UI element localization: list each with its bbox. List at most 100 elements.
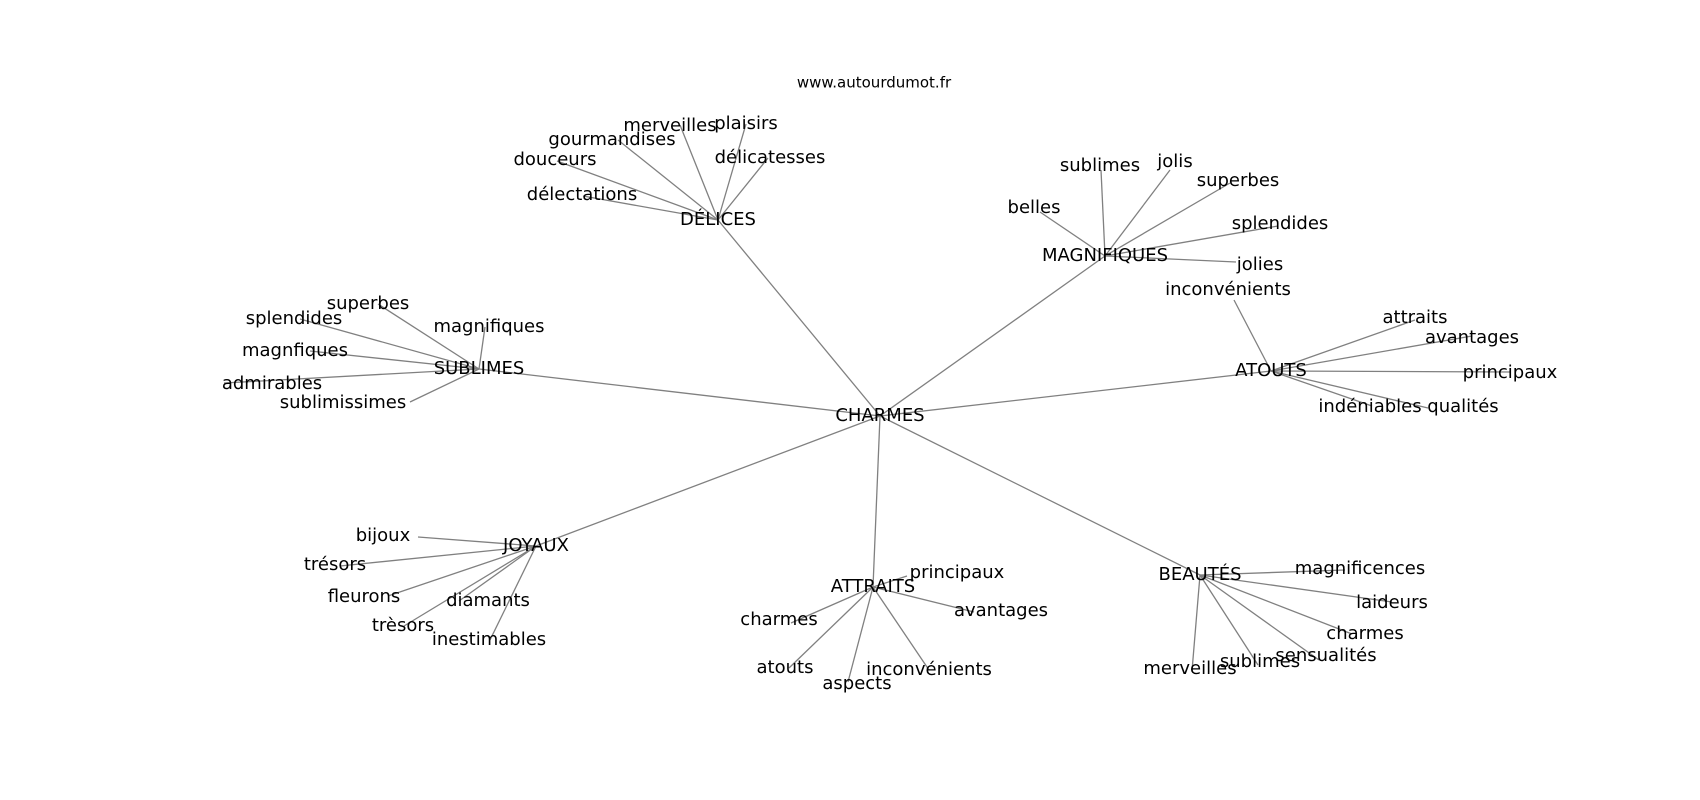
edge-root-3 (478, 368, 881, 417)
edge-3-1 (299, 318, 480, 370)
edge-3-4 (223, 368, 480, 384)
leaf-word[interactable]: superbes (327, 293, 410, 314)
root-word[interactable]: CHARMES (835, 405, 924, 426)
leaf-word[interactable]: merveilles (1143, 658, 1236, 679)
edge-3-0 (377, 303, 480, 370)
hub-word[interactable]: BEAUTÉS (1158, 563, 1241, 585)
leaf-word[interactable]: sublimissimes (280, 392, 407, 413)
hub-word[interactable]: JOYAUX (502, 535, 569, 556)
edge-3-5 (409, 368, 480, 403)
leaf-word[interactable]: diamants (446, 590, 530, 611)
leaf-word[interactable]: superbes (1197, 170, 1280, 191)
edge-5-4 (872, 586, 930, 671)
edge-4-1 (339, 545, 537, 567)
leaf-word[interactable]: douceurs (513, 149, 596, 170)
leaf-word[interactable]: magnificences (1295, 558, 1425, 579)
hub-word[interactable]: SUBLIMES (434, 358, 525, 379)
edge-4-3 (458, 545, 537, 602)
edge-4-2 (387, 545, 537, 597)
leaf-word[interactable]: laideurs (1356, 592, 1428, 613)
edge-1-0 (1100, 169, 1106, 257)
edge-root-6 (879, 415, 1201, 576)
edge-0-0 (679, 124, 719, 221)
leaf-word[interactable]: inconvénients (866, 659, 992, 680)
edge-2-3 (1270, 370, 1511, 373)
edge-6-0 (1199, 569, 1346, 576)
site-url: www.autourdumot.fr (797, 74, 952, 92)
leaf-word[interactable]: admirables (222, 373, 322, 394)
leaf-word[interactable]: jolis (1156, 151, 1192, 172)
edge-5-5 (847, 586, 874, 683)
hub-word[interactable]: ATOUTS (1235, 360, 1307, 381)
leaf-word[interactable]: gourmandises (548, 129, 675, 150)
edge-1-1 (1104, 169, 1171, 257)
leaf-word[interactable]: sublimes (1220, 651, 1300, 672)
leaf-word[interactable]: trésors (304, 554, 366, 575)
edge-root-4 (535, 415, 881, 547)
edge-2-5 (1270, 370, 1429, 409)
leaf-word[interactable]: belles (1008, 197, 1061, 218)
leaf-word[interactable]: sublimes (1060, 155, 1140, 176)
edge-4-4 (403, 545, 537, 627)
leaf-word[interactable]: principaux (910, 562, 1005, 583)
leaf-word[interactable]: atouts (757, 657, 814, 678)
leaf-word[interactable]: charmes (740, 609, 817, 630)
edge-3-2 (478, 326, 486, 370)
edge-root-2 (879, 370, 1272, 417)
edge-5-2 (872, 586, 975, 613)
edge-0-3 (556, 160, 719, 221)
edge-root-1 (879, 255, 1106, 417)
leaf-word[interactable]: trèsors (372, 615, 434, 636)
edge-4-0 (417, 536, 537, 547)
edge-0-5 (582, 195, 719, 221)
leaf-word[interactable]: fleurons (328, 586, 401, 607)
leaf-word[interactable]: merveilles (623, 115, 716, 136)
edge-1-3 (1039, 211, 1106, 257)
edge-3-3 (309, 350, 480, 370)
leaf-word[interactable]: inconvénients (1165, 279, 1291, 300)
leaf-word[interactable]: splendides (246, 308, 343, 329)
edge-2-4 (1270, 370, 1373, 407)
hub-word[interactable]: MAGNIFIQUES (1042, 245, 1168, 266)
edge-5-0 (872, 575, 908, 588)
leaf-word[interactable]: charmes (1326, 623, 1403, 644)
leaf-word[interactable]: aspects (822, 673, 891, 694)
graph-edges (223, 123, 1511, 683)
leaf-word[interactable]: indéniables (1318, 396, 1421, 417)
leaf-word[interactable]: sensualités (1275, 645, 1376, 666)
leaf-word[interactable]: magnifiques (433, 316, 544, 337)
leaf-word[interactable]: délicatesses (715, 147, 826, 168)
hub-word[interactable]: DÉLICES (680, 208, 756, 230)
edge-0-2 (617, 139, 719, 221)
leaf-word[interactable]: délectations (527, 184, 637, 205)
edge-2-1 (1270, 319, 1416, 372)
leaf-word[interactable]: splendides (1232, 213, 1329, 234)
leaf-word[interactable]: qualités (1427, 396, 1498, 417)
leaf-word[interactable]: magnfiques (242, 340, 348, 361)
leaf-word[interactable]: attraits (1382, 307, 1447, 328)
edge-2-2 (1270, 335, 1473, 372)
edge-2-0 (1233, 299, 1272, 372)
edge-6-3 (1199, 574, 1320, 661)
leaf-word[interactable]: avantages (1425, 327, 1519, 348)
leaf-word[interactable]: plaisirs (714, 113, 778, 134)
edge-1-2 (1104, 182, 1231, 257)
edge-0-4 (717, 157, 769, 221)
hub-word[interactable]: ATTRAITS (831, 576, 915, 597)
leaf-word[interactable]: principaux (1463, 362, 1558, 383)
edge-1-4 (1104, 225, 1279, 257)
leaf-word[interactable]: inestimables (432, 629, 546, 650)
edge-root-5 (872, 415, 881, 588)
edge-6-2 (1199, 574, 1353, 635)
leaf-word[interactable]: avantages (954, 600, 1048, 621)
leaf-word[interactable]: jolies (1236, 254, 1283, 275)
leaf-word[interactable]: bijoux (356, 525, 411, 546)
edge-0-1 (717, 123, 747, 221)
edge-6-1 (1199, 574, 1393, 603)
edge-5-1 (790, 586, 874, 624)
edge-1-5 (1104, 255, 1237, 263)
edge-6-5 (1191, 574, 1201, 672)
edge-root-0 (717, 219, 881, 417)
